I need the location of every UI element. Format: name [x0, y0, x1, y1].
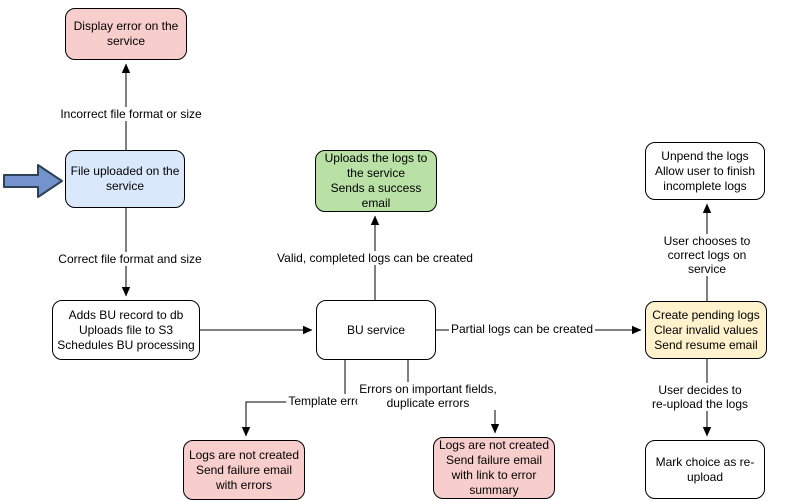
edge-label-user-chooses-correct: User chooses to correct logs on service — [660, 234, 754, 276]
node-unpend-logs: Unpend the logs Allow user to finish inc… — [645, 142, 765, 200]
edge-label-valid-completed-logs: Valid, completed logs can be created — [275, 251, 475, 265]
node-display-error: Display error on the service — [65, 8, 187, 60]
node-uploads-logs-success: Uploads the logs to the service Sends a … — [315, 150, 437, 212]
edge-label-partial-logs: Partial logs can be created — [448, 322, 596, 336]
edge-label-template-errors: Template errors — [286, 394, 374, 408]
node-logs-not-created-error-summary: Logs are not created Send failure email … — [433, 437, 555, 499]
node-file-uploaded: File uploaded on the service — [65, 150, 185, 208]
edge-label-user-decides-reupload: User decides to re-upload the logs — [649, 383, 751, 411]
node-adds-bu-record: Adds BU record to db Uploads file to S3 … — [52, 300, 200, 360]
edge-label-errors-important-fields: Errors on important fields, duplicate er… — [357, 382, 499, 410]
node-create-pending-logs: Create pending logs Clear invalid values… — [645, 301, 767, 359]
node-bu-service: BU service — [316, 300, 436, 360]
edge-label-correct-file: Correct file format and size — [56, 252, 204, 266]
node-mark-choice-reupload: Mark choice as re- upload — [645, 440, 765, 499]
node-logs-not-created-errors: Logs are not created Send failure email … — [183, 440, 305, 500]
edge-label-incorrect-file: Incorrect file format or size — [58, 107, 204, 121]
entry-arrow-icon — [3, 164, 63, 198]
